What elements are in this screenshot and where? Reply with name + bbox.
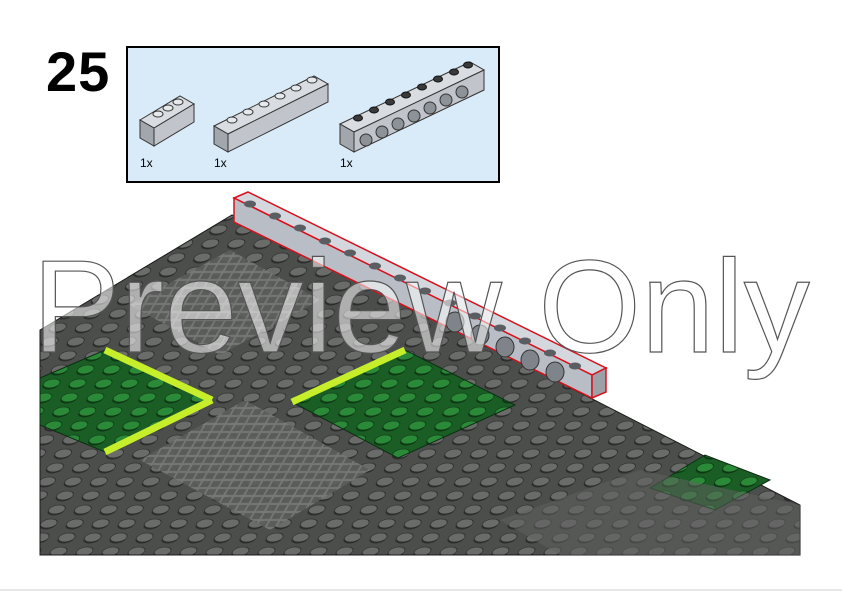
floor-tiles	[500, 470, 800, 555]
grate-tile	[140, 400, 370, 530]
watermark-text: Preview Only	[32, 233, 810, 380]
parts-list-box: 1x 1x 1x	[126, 46, 500, 183]
brick-1x3-image	[139, 95, 195, 147]
footer-divider	[0, 589, 842, 591]
brick-1x6-image	[212, 75, 330, 153]
grate-tile	[130, 250, 320, 355]
technic-brick-1x8-image	[338, 61, 486, 153]
qty-label: 1x	[214, 156, 227, 170]
lime-edging	[290, 346, 407, 406]
step-number: 25	[46, 40, 111, 103]
new-brick-wall	[232, 191, 608, 400]
parts-illustration	[139, 61, 486, 153]
lime-edging	[103, 396, 214, 456]
lime-edging	[103, 346, 214, 404]
qty-label: 1x	[140, 156, 153, 170]
qty-label: 1x	[340, 156, 353, 170]
